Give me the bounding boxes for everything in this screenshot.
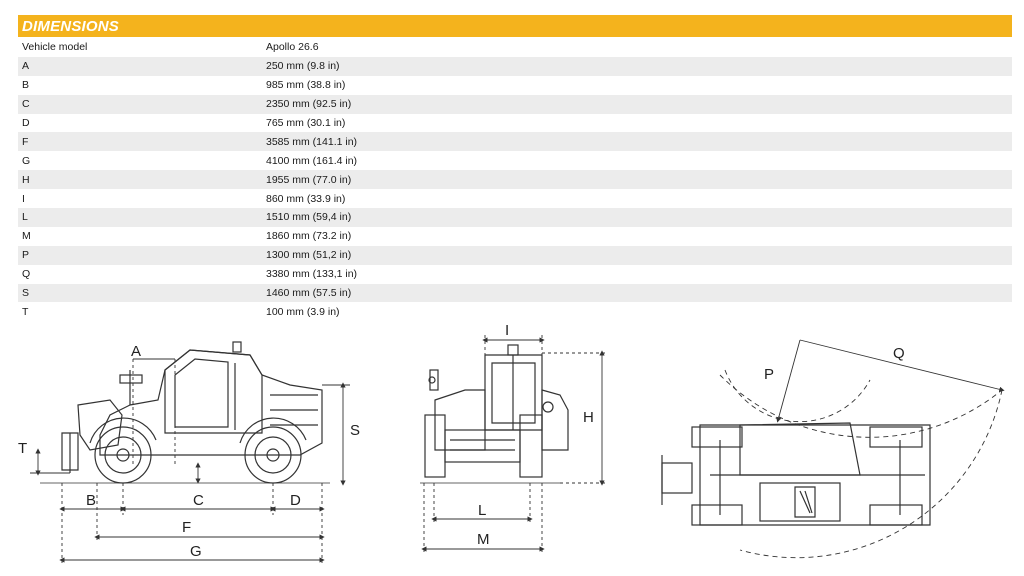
dimension-value: 1510 mm (59,4 in) — [262, 208, 1012, 227]
table-row: D 765 mm (30.1 in) — [18, 114, 1012, 133]
dimension-value: 1300 mm (51,2 in) — [262, 245, 1012, 265]
dimension-value: 860 mm (33.9 in) — [266, 192, 346, 205]
dimension-code: H — [18, 170, 262, 190]
column-header-value: Apollo 26.6 — [266, 41, 319, 54]
label-m: M — [477, 531, 490, 548]
dimension-value: 1460 mm (57.5 in) — [262, 283, 1012, 303]
section-header: DIMENSIONS — [18, 15, 1012, 37]
table-header-row: Vehicle model Apollo 26.6 — [18, 38, 1012, 57]
dimension-code: P — [18, 245, 262, 265]
dimension-code: G — [22, 154, 31, 167]
dimension-code: M — [22, 230, 31, 243]
section-title: DIMENSIONS — [22, 17, 120, 35]
dimension-code: I — [22, 192, 25, 205]
dimension-value: 2350 mm (92.5 in) — [262, 94, 1012, 114]
dimension-labels: A T S B C D F G I H L M P Q — [18, 322, 905, 560]
label-d: D — [290, 492, 301, 509]
technical-drawings: A T S B C D F G I H L M P Q — [0, 315, 1024, 576]
table-row: M 1860 mm (73.2 in) — [18, 227, 1012, 246]
dimension-value: 250 mm (9.8 in) — [262, 56, 1012, 76]
side-view-drawing — [40, 341, 330, 484]
dimension-code: T — [22, 305, 29, 318]
label-l: L — [478, 502, 486, 519]
dimension-code: B — [22, 79, 30, 92]
table-row: Q 3380 mm (133,1 in) — [18, 265, 1012, 284]
table-row: T 100 mm (3.9 in) — [18, 302, 1012, 321]
dimension-value: 1955 mm (77.0 in) — [262, 170, 1012, 190]
label-p: P — [764, 366, 774, 383]
dimension-code: A — [18, 56, 262, 76]
dimension-code: F — [18, 132, 262, 152]
dimension-code: C — [18, 94, 262, 114]
table-row: B 985 mm (38.8 in) — [18, 76, 1012, 95]
label-g: G — [190, 543, 202, 560]
dimension-value: 3380 mm (133,1 in) — [266, 268, 358, 281]
label-f: F — [182, 519, 191, 536]
label-b: B — [86, 492, 96, 509]
label-c: C — [193, 492, 204, 509]
dimension-code: S — [18, 283, 262, 303]
top-view-drawing — [661, 422, 931, 526]
dimension-drawings-svg: A T S B C D F G I H L M P Q — [18, 322, 1005, 563]
dimension-value: 100 mm (3.9 in) — [266, 305, 340, 318]
label-s: S — [350, 422, 360, 439]
label-a: A — [131, 343, 141, 360]
dimension-value: 1860 mm (73.2 in) — [266, 230, 352, 243]
label-t: T — [18, 440, 27, 457]
front-view-drawing — [420, 344, 569, 484]
front-view-dimensions — [421, 335, 608, 555]
top-view-dimensions — [719, 339, 1005, 559]
label-i: I — [505, 322, 509, 339]
dimension-value: 4100 mm (161.4 in) — [266, 154, 358, 167]
dimension-value: 3585 mm (141.1 in) — [262, 132, 1012, 152]
dimension-code: Q — [22, 268, 31, 281]
label-h: H — [583, 409, 594, 426]
dimension-value: 985 mm (38.8 in) — [266, 79, 346, 92]
dimension-code: D — [22, 117, 30, 129]
label-q: Q — [893, 345, 905, 362]
column-header-model: Vehicle model — [22, 41, 88, 54]
dimension-code: L — [18, 208, 262, 227]
side-view-dimensions — [30, 358, 350, 563]
dimension-value: 765 mm (30.1 in) — [266, 117, 346, 129]
table-row: G 4100 mm (161.4 in) — [18, 151, 1012, 170]
table-row: I 860 mm (33.9 in) — [18, 189, 1012, 208]
